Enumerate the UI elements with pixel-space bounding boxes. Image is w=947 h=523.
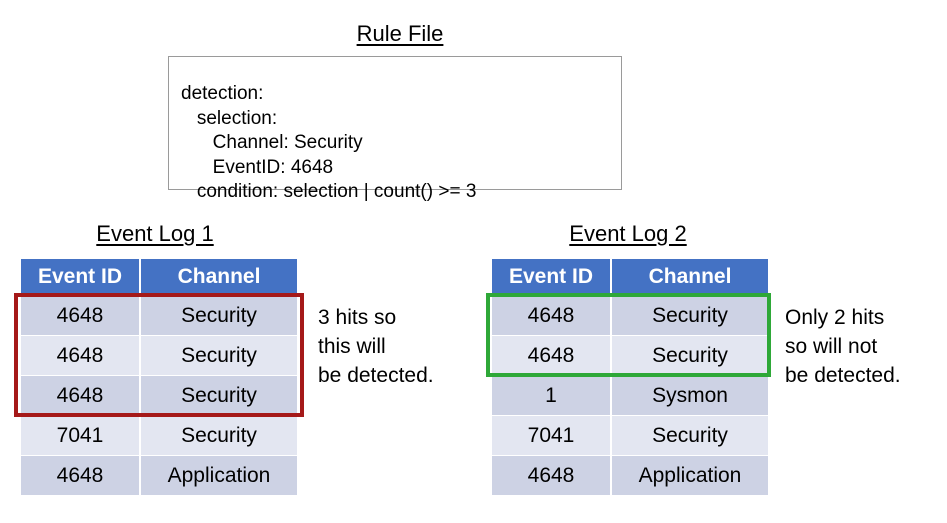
cell-event-id: 7041 xyxy=(21,416,139,455)
cell-event-id: 4648 xyxy=(492,296,610,335)
table-row: 4648 Application xyxy=(21,456,297,495)
cell-channel: Sysmon xyxy=(612,376,768,415)
rule-file-box: detection: selection: Channel: Security … xyxy=(168,56,622,202)
column-header-event-id: Event ID xyxy=(21,259,139,295)
event-log-2-title: Event Log 2 xyxy=(569,221,687,246)
table-row: 4648 Security xyxy=(492,296,768,335)
annotation-log-1: 3 hits so this will be detected. xyxy=(318,306,434,387)
cell-channel: Application xyxy=(141,456,297,495)
table-header-row: Event ID Channel xyxy=(492,259,768,295)
table-header-row: Event ID Channel xyxy=(21,259,297,295)
event-log-1-title: Event Log 1 xyxy=(96,221,214,246)
cell-channel: Security xyxy=(141,376,297,415)
event-log-2-table: Event ID Channel 4648 Security 4648 Secu… xyxy=(490,258,770,496)
cell-event-id: 4648 xyxy=(21,456,139,495)
cell-channel: Security xyxy=(612,416,768,455)
cell-channel: Security xyxy=(141,416,297,455)
column-header-channel: Channel xyxy=(612,259,768,295)
table-row: 4648 Security xyxy=(21,296,297,335)
cell-channel: Security xyxy=(141,296,297,335)
cell-channel: Security xyxy=(612,296,768,335)
table-row: 4648 Application xyxy=(492,456,768,495)
cell-event-id: 4648 xyxy=(21,376,139,415)
table-row: 4648 Security xyxy=(492,336,768,375)
column-header-event-id: Event ID xyxy=(492,259,610,295)
annotation-log-2: Only 2 hits so will not be detected. xyxy=(785,306,901,387)
table-row: 1 Sysmon xyxy=(492,376,768,415)
cell-event-id: 4648 xyxy=(21,296,139,335)
column-header-channel: Channel xyxy=(141,259,297,295)
cell-event-id: 7041 xyxy=(492,416,610,455)
rule-file-code: detection: selection: Channel: Security … xyxy=(181,83,477,202)
table-row: 4648 Security xyxy=(21,376,297,415)
cell-event-id: 4648 xyxy=(492,336,610,375)
cell-channel: Security xyxy=(612,336,768,375)
table-row: 7041 Security xyxy=(21,416,297,455)
rule-file-title: Rule File xyxy=(356,21,444,46)
table-row: 4648 Security xyxy=(21,336,297,375)
cell-event-id: 4648 xyxy=(21,336,139,375)
event-log-1-table: Event ID Channel 4648 Security 4648 Secu… xyxy=(19,258,299,496)
table-row: 7041 Security xyxy=(492,416,768,455)
cell-event-id: 1 xyxy=(492,376,610,415)
cell-channel: Security xyxy=(141,336,297,375)
cell-channel: Application xyxy=(612,456,768,495)
cell-event-id: 4648 xyxy=(492,456,610,495)
